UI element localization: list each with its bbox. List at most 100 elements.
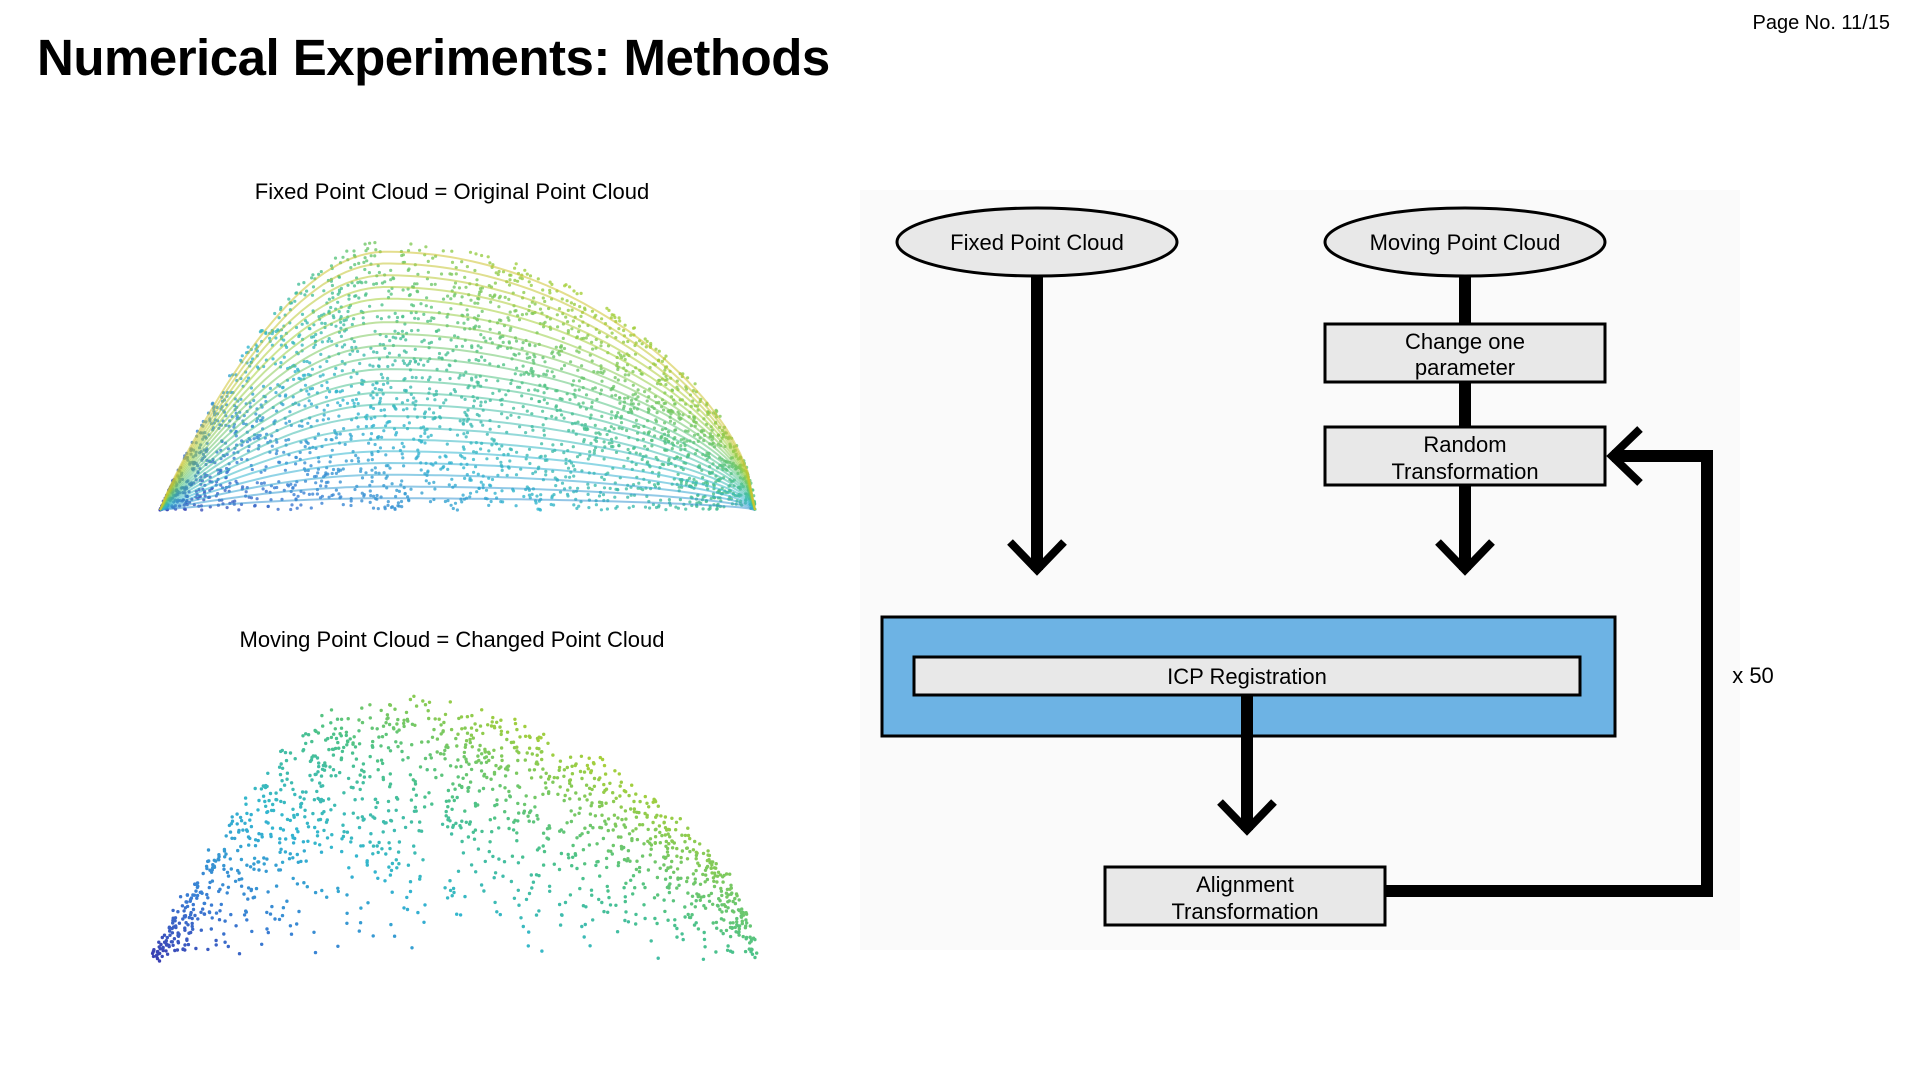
point bbox=[329, 735, 334, 740]
point bbox=[688, 915, 693, 920]
point bbox=[330, 339, 334, 343]
fixed-cloud-caption: Fixed Point Cloud = Original Point Cloud bbox=[254, 179, 650, 204]
point bbox=[726, 906, 730, 910]
point bbox=[586, 492, 590, 496]
point bbox=[587, 843, 592, 847]
point bbox=[497, 857, 501, 861]
point bbox=[341, 398, 345, 402]
point bbox=[288, 818, 292, 823]
point bbox=[558, 759, 563, 763]
point bbox=[494, 763, 498, 768]
point bbox=[491, 787, 495, 791]
point bbox=[351, 368, 355, 372]
point bbox=[260, 835, 264, 839]
point bbox=[464, 773, 469, 777]
point bbox=[248, 818, 252, 822]
random-transformation-box bbox=[1323, 425, 1607, 487]
point bbox=[671, 899, 676, 903]
point bbox=[641, 488, 645, 492]
point bbox=[594, 439, 599, 443]
mesh-contour bbox=[159, 297, 756, 511]
point bbox=[402, 445, 406, 449]
point bbox=[340, 369, 344, 373]
point bbox=[422, 312, 426, 316]
point bbox=[540, 757, 544, 762]
point bbox=[454, 344, 458, 349]
point bbox=[336, 401, 340, 405]
point bbox=[397, 353, 401, 357]
point bbox=[524, 897, 529, 902]
point bbox=[721, 880, 725, 884]
point bbox=[274, 884, 279, 888]
point bbox=[275, 440, 279, 444]
point bbox=[456, 758, 460, 762]
point bbox=[568, 755, 573, 759]
point bbox=[316, 471, 320, 475]
point bbox=[277, 917, 282, 922]
point bbox=[356, 402, 360, 406]
point bbox=[648, 837, 653, 841]
point bbox=[531, 358, 535, 362]
point bbox=[688, 500, 692, 504]
point bbox=[326, 386, 330, 390]
point bbox=[470, 713, 474, 718]
point bbox=[527, 493, 531, 497]
point bbox=[753, 937, 757, 942]
point bbox=[423, 903, 427, 907]
point bbox=[577, 379, 581, 383]
point bbox=[493, 803, 497, 808]
point bbox=[662, 863, 666, 867]
point bbox=[410, 946, 414, 950]
point bbox=[483, 859, 487, 864]
point bbox=[600, 803, 604, 808]
point bbox=[199, 928, 203, 932]
point bbox=[462, 432, 466, 436]
point bbox=[289, 932, 294, 936]
point bbox=[164, 949, 168, 953]
point bbox=[579, 314, 583, 318]
point bbox=[500, 489, 504, 493]
point bbox=[651, 800, 655, 804]
point bbox=[375, 315, 379, 319]
point bbox=[299, 503, 303, 507]
point bbox=[303, 445, 307, 449]
point bbox=[386, 364, 390, 369]
point bbox=[357, 929, 361, 933]
point bbox=[613, 495, 617, 499]
point bbox=[402, 361, 406, 365]
random-transformation-line1: Random bbox=[1423, 432, 1506, 457]
point bbox=[465, 414, 469, 418]
point bbox=[248, 836, 252, 841]
point bbox=[727, 899, 731, 903]
point bbox=[305, 821, 310, 825]
point bbox=[447, 483, 451, 487]
point bbox=[535, 494, 539, 498]
point bbox=[424, 479, 428, 483]
point bbox=[611, 828, 615, 832]
point bbox=[599, 508, 603, 512]
point bbox=[697, 863, 701, 868]
point bbox=[507, 340, 511, 344]
point bbox=[238, 815, 243, 820]
point bbox=[414, 399, 418, 403]
point bbox=[173, 948, 177, 953]
point bbox=[379, 758, 384, 762]
mesh-contour bbox=[159, 415, 756, 511]
point bbox=[472, 470, 476, 474]
point bbox=[282, 355, 286, 359]
point bbox=[351, 786, 355, 790]
point bbox=[226, 885, 231, 889]
point bbox=[451, 823, 456, 828]
point bbox=[406, 756, 410, 760]
point bbox=[360, 499, 364, 503]
point bbox=[726, 944, 730, 948]
point bbox=[185, 904, 190, 909]
point bbox=[586, 457, 590, 461]
point bbox=[502, 363, 506, 367]
point bbox=[319, 352, 323, 356]
point bbox=[480, 309, 484, 313]
point bbox=[680, 932, 684, 936]
point bbox=[309, 464, 313, 468]
point bbox=[479, 400, 483, 404]
point bbox=[598, 432, 602, 436]
